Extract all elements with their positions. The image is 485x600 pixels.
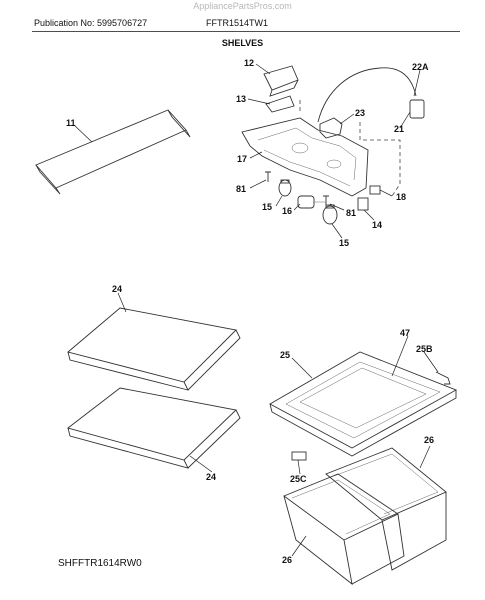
callout-13: 13 [236, 94, 246, 104]
callout-11: 11 [66, 118, 76, 128]
callout-26b: 26 [282, 555, 292, 565]
switch-18 [369, 185, 381, 195]
model-number: FFTR1514TW1 [206, 18, 269, 28]
callout-17: 17 [237, 154, 247, 164]
knob-23 [319, 117, 343, 139]
crisper-cover-frame-25 [269, 351, 458, 457]
light-socket-16 [297, 195, 326, 209]
diagram-code: SHFFTR1614RW0 [58, 558, 142, 569]
publication-number: Publication No: 5995706727 [34, 18, 148, 28]
callout-12: 12 [244, 58, 254, 68]
callout-25c: 25C [290, 474, 307, 484]
callout-15b: 15 [339, 238, 349, 248]
callout-15a: 15 [262, 202, 272, 212]
cover-support-25c [291, 451, 307, 461]
watermark: AppliancePartsPros.com [193, 1, 292, 11]
callout-21: 21 [394, 124, 404, 134]
callout-22a: 22A [412, 62, 429, 72]
callout-81b: 81 [346, 208, 356, 218]
callout-14: 14 [372, 220, 382, 230]
harness-guide-lower [359, 122, 401, 197]
screw-81b [323, 195, 329, 206]
light-shield-12 [263, 65, 299, 97]
crisper-pan-26-back [325, 447, 447, 571]
crisper-pan-26-front [283, 473, 405, 586]
crisper-glass-47 [299, 367, 427, 429]
callout-25: 25 [280, 350, 290, 360]
light-bulb-15b [322, 204, 338, 225]
thermostat-21 [409, 99, 425, 119]
wire-shelf-11 [35, 109, 191, 195]
wire-harness-22a [317, 67, 417, 123]
callout-23: 23 [355, 108, 365, 118]
screw-81a [265, 171, 271, 182]
page-title: SHELVES [221, 38, 264, 48]
callout-16: 16 [282, 206, 292, 216]
callout-18: 18 [396, 192, 406, 202]
light-lens-13 [265, 95, 295, 113]
callout-leaders [73, 63, 439, 557]
light-bulb-15a [278, 179, 292, 197]
callout-26a: 26 [424, 435, 434, 445]
callout-81a: 81 [236, 184, 246, 194]
callout-labels: 11 12 13 17 22A 21 23 81 15 16 18 14 81 … [66, 58, 434, 565]
callout-24b: 24 [206, 472, 216, 482]
shelf-24-lower [67, 387, 241, 469]
callout-47: 47 [400, 328, 410, 338]
control-housing-17 [241, 117, 369, 197]
shelf-24-upper [67, 307, 241, 391]
light-switch-14 [357, 197, 369, 211]
cover-support-25b [435, 371, 451, 385]
callout-24a: 24 [112, 284, 122, 294]
header-rule [32, 31, 460, 32]
callout-25b: 25B [416, 344, 433, 354]
